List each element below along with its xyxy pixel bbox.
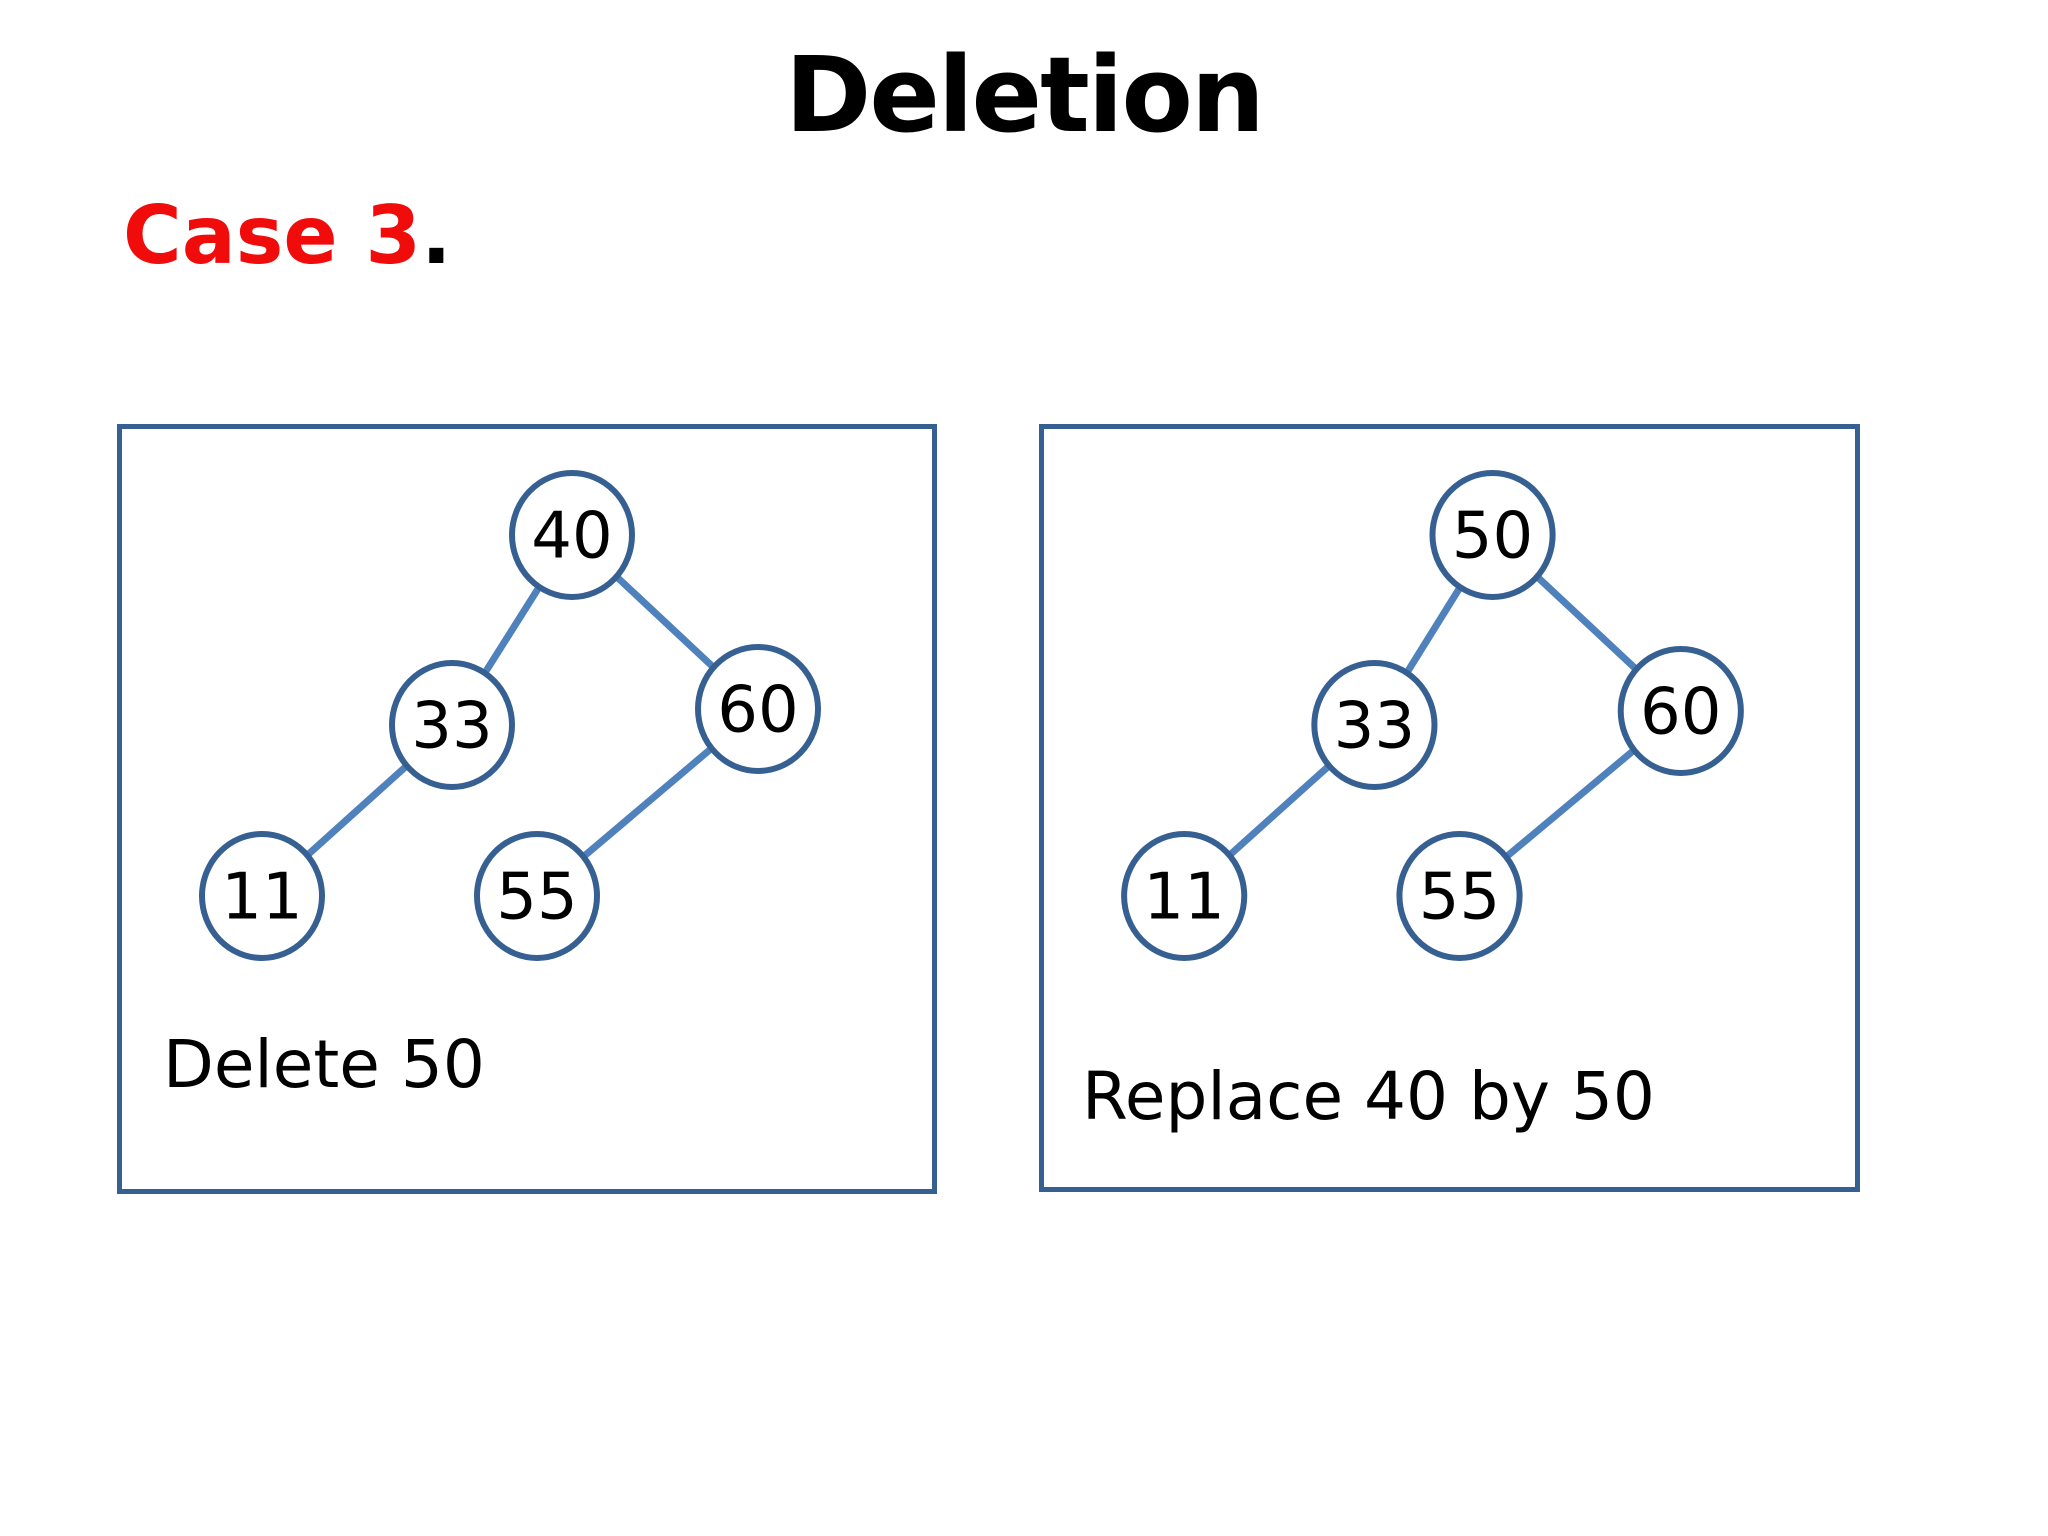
tree-diagram-before: 40 33 60 11 55 [199,470,821,961]
panel-after-caption: Replace 40 by 50 [1082,1058,1655,1135]
tree-node-circle [1617,646,1744,776]
tree-node-label: 40 [531,500,612,574]
tree-node-label: 55 [1419,861,1501,935]
tree-node-circle [1311,660,1438,790]
case-label-text: Case 3 [123,189,422,282]
tree-node-circle [1396,831,1523,961]
panel-before: 40 33 60 11 55 Delete 50 [117,424,937,1194]
tree-node-circle [474,831,600,961]
tree-node-circle [1121,831,1248,961]
tree-node-label: 11 [1143,861,1225,935]
tree-node-label: 33 [411,690,492,764]
tree-node-label: 60 [717,674,798,748]
tree-node-label: 33 [1334,690,1416,764]
tree-node-circle [509,470,635,600]
tree-node-label: 60 [1640,676,1722,750]
tree-node-label: 50 [1452,500,1534,574]
tree-node-label: 55 [496,861,577,935]
panel-before-caption: Delete 50 [163,1026,485,1103]
slide-title: Deletion [785,34,1265,156]
case-label-period: . [421,189,452,282]
tree-node-circle [1429,470,1556,600]
case-label: Case 3. [123,192,451,280]
panel-after: 50 33 60 11 55 Replace 40 by 50 [1039,424,1860,1192]
tree-node-circle [199,831,325,961]
tree-node-circle [389,660,515,790]
tree-node-circle [695,644,821,774]
tree-diagram-after: 50 33 60 11 55 [1121,470,1744,961]
tree-node-label: 11 [221,861,302,935]
